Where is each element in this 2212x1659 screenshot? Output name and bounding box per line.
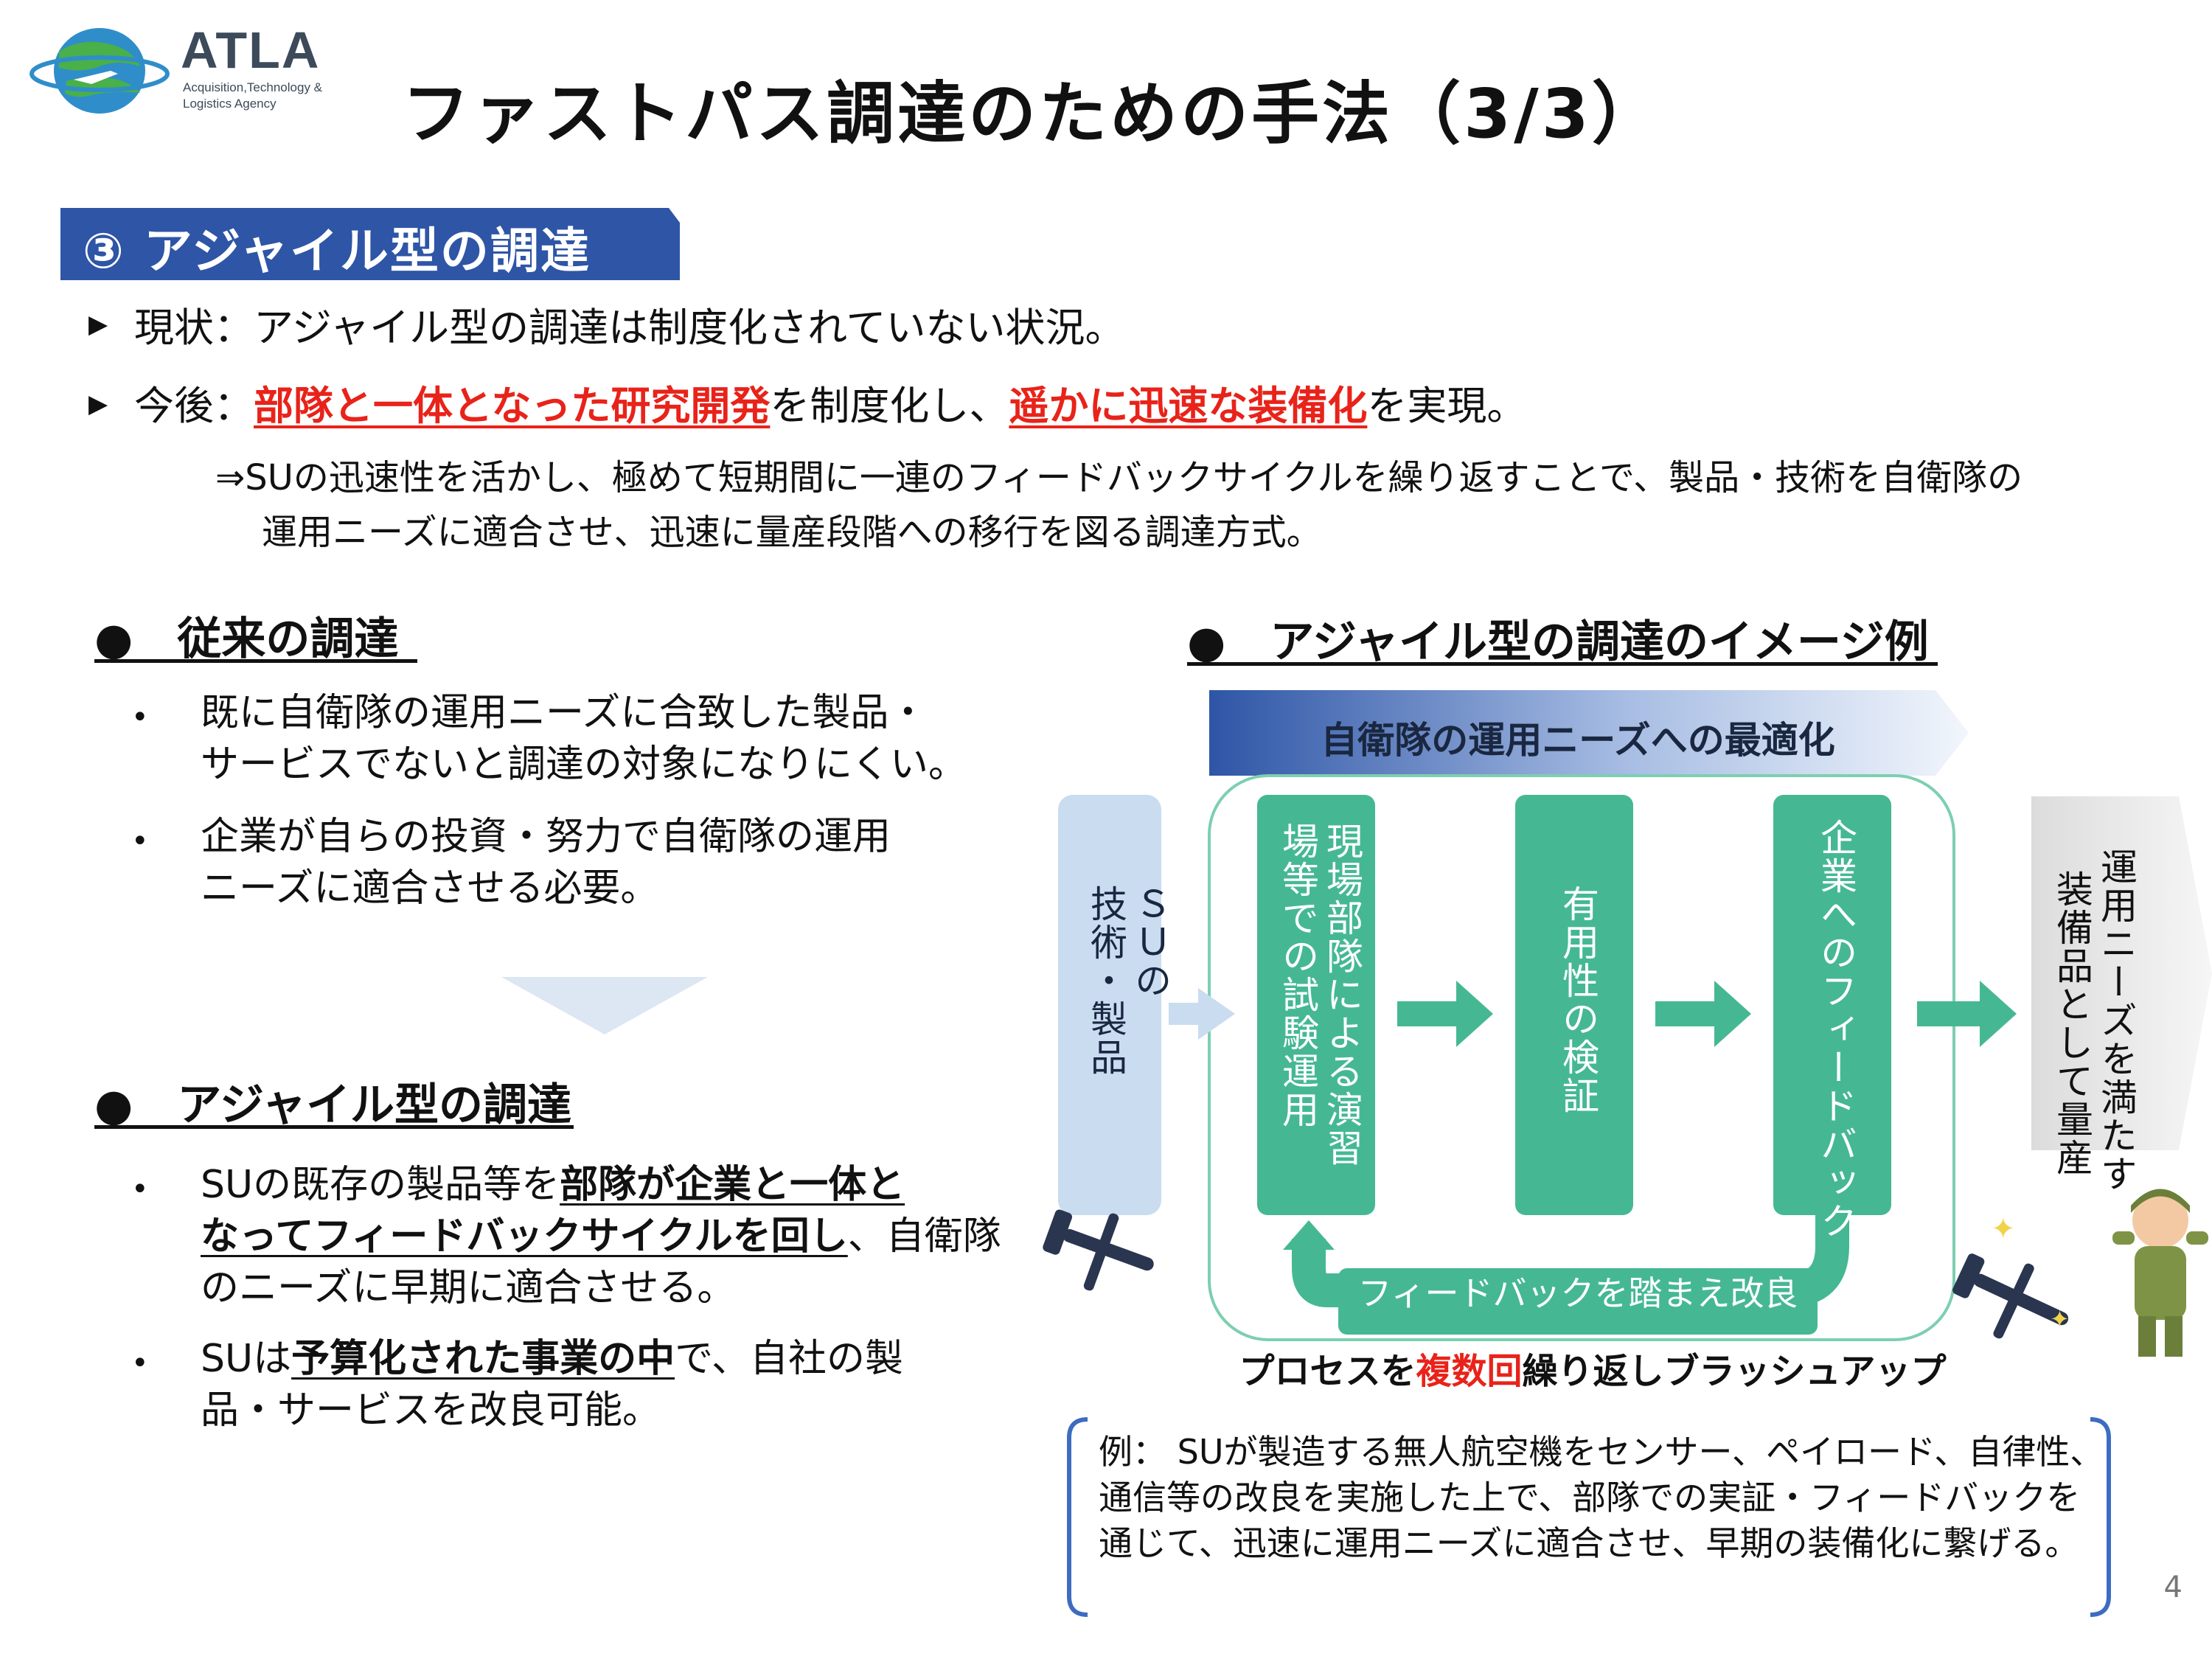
item-line: サービスでないと調達の対象になりにくい。 xyxy=(201,742,967,787)
item-line: 品・サービスを改良可能。 xyxy=(201,1388,661,1433)
process-text: 繰り返しブラッシュアップ xyxy=(1522,1351,1947,1392)
logo-subtitle-line: Logistics Agency xyxy=(183,97,276,111)
logo-subtitle: Acquisition,Technology & Logistics Agenc… xyxy=(183,80,322,112)
feedback-arrowhead xyxy=(1283,1220,1335,1250)
conventional-heading: ● 従来の調達 xyxy=(94,613,399,665)
emphasis-text: なってフィードバックサイクルを回し xyxy=(201,1214,848,1259)
step-3-text: 企業へのフィードバック xyxy=(1815,818,1857,1240)
example-bracket xyxy=(1067,1417,1088,1617)
input-arrow xyxy=(1169,988,1235,1040)
input-text-col: ＳＵの xyxy=(1129,885,1172,1000)
step-1-text-col: 場等での試験運用 xyxy=(1276,822,1319,1129)
feedback-label: フィードバックを踏まえ改良 xyxy=(1357,1273,1798,1313)
heading-underline xyxy=(94,659,417,663)
heading-underline xyxy=(94,1125,574,1129)
emphasis-text: 予算化された事業の中 xyxy=(291,1337,675,1381)
item-text: SUの既存の製品等を xyxy=(201,1163,560,1207)
item-line: 企業が自らの投資・努力で自衛隊の運用 xyxy=(201,815,891,859)
drone-icon xyxy=(1043,1209,1154,1291)
step-box-1 xyxy=(1257,795,1375,1215)
item-line: なってフィードバックサイクルを回し、自衛隊 xyxy=(201,1211,1001,1262)
step-box-2 xyxy=(1515,795,1633,1215)
optimization-arrow xyxy=(1209,690,1969,776)
highlight-text: 部隊と一体となった研究開発 xyxy=(254,383,771,429)
agile-heading: ● アジャイル型の調達 xyxy=(94,1079,571,1131)
example-bracket xyxy=(2090,1417,2111,1617)
bullet-dot: • xyxy=(131,1172,149,1206)
example-text: 例： SUが製造する無人航空機をセンサー、ペイロード、自律性、 通信等の改良を実… xyxy=(1099,1429,2104,1566)
conventional-item: 企業が自らの投資・努力で自衛隊の運用 ニーズに適合させる必要。 xyxy=(201,811,891,914)
output-text-col: 装備品として量産 xyxy=(2051,870,2093,1177)
step-1-text-col: 現場部隊による演習 xyxy=(1321,822,1363,1167)
emphasis-text: 部隊が企業と一体と xyxy=(560,1163,905,1207)
output-arrow xyxy=(1917,981,2017,1047)
bullet-dot: • xyxy=(131,1346,149,1380)
item-line: ニーズに適合させる必要。 xyxy=(201,866,659,911)
future-mid: を制度化し、 xyxy=(770,383,1009,429)
input-box xyxy=(1058,795,1161,1215)
item-line: SUの既存の製品等を部隊が企業と一体と xyxy=(201,1159,1001,1211)
future-label: 今後： xyxy=(134,383,254,429)
process-highlight: 複数回 xyxy=(1416,1351,1523,1392)
step-box-3 xyxy=(1773,795,1891,1215)
sparkle-icon: ✦ xyxy=(1991,1212,2016,1246)
sparkle-icon: ✦ xyxy=(2050,1305,2070,1333)
process-repeat-text: プロセスを複数回繰り返しブラッシュアップ xyxy=(1224,1342,1961,1394)
heading-underline xyxy=(1187,662,1938,666)
feedback-label-box xyxy=(1338,1268,1818,1335)
example-line: 通じて、迅速に運用ニーズに適合させ、早期の装備化に繋げる。 xyxy=(1099,1523,2079,1563)
logo-subtitle-line: Acquisition,Technology & xyxy=(183,80,323,94)
bullet-dot: • xyxy=(131,700,149,734)
logo-name: ATLA xyxy=(181,21,321,79)
drone-icon xyxy=(1952,1253,2069,1339)
item-text: 、自衛隊 xyxy=(847,1214,1001,1259)
summary-note-line: ⇒SUの迅速性を活かし、極めて短期間に一連のフィードバックサイクルを繰り返すこと… xyxy=(215,457,2023,498)
example-line: 通信等の改良を実施した上で、部隊での実証・フィードバックを xyxy=(1099,1478,2081,1517)
optimization-label: 自衛隊の運用ニーズへの最適化 xyxy=(1321,719,1835,762)
agile-diagram: ✦ ✦ xyxy=(1043,690,2212,1617)
page-number: 4 xyxy=(2163,1571,2183,1604)
bullet-arrow-icon: ▶ xyxy=(88,389,108,419)
step-arrow xyxy=(1397,981,1493,1047)
example-line: 例： SUが製造する無人航空機をセンサー、ペイロード、自律性、 xyxy=(1099,1432,2104,1472)
summary-note-line: 運用ニーズに適合させ、迅速に量産段階への移行を図る調達方式。 xyxy=(262,512,1322,553)
process-text: プロセスを xyxy=(1239,1351,1416,1392)
bullet-dot: • xyxy=(131,824,149,858)
summary-bullet-current: 現状：アジャイル型の調達は制度化されていない状況。 xyxy=(134,305,1125,351)
item-line: 既に自衛隊の運用ニーズに合致した製品・ xyxy=(201,691,928,735)
item-line: SUは予算化された事業の中で、自社の製 xyxy=(201,1333,903,1385)
item-text: で、自社の製 xyxy=(675,1337,904,1381)
future-suffix: を実現。 xyxy=(1367,383,1527,429)
output-shape xyxy=(2031,796,2212,1150)
agile-item: SUの既存の製品等を部隊が企業と一体と なってフィードバックサイクルを回し、自衛… xyxy=(201,1159,1001,1314)
highlight-text: 遥かに迅速な装備化 xyxy=(1009,383,1368,429)
input-text-col: 技術・製品 xyxy=(1085,885,1127,1077)
output-text-col: 運用ニーズを満たす xyxy=(2095,848,2138,1193)
down-arrow-icon xyxy=(501,977,708,1034)
soldier-icon xyxy=(2112,1189,2208,1357)
page-title: ファストパス調達のための手法（3/3） xyxy=(402,74,1663,153)
step-arrow xyxy=(1655,981,1751,1047)
step-2-text: 有用性の検証 xyxy=(1557,885,1599,1115)
section-label: ③ アジャイル型の調達 xyxy=(83,223,591,279)
atla-logo-icon xyxy=(29,28,170,114)
summary-bullet-future: 今後：部隊と一体となった研究開発を制度化し、遥かに迅速な装備化を実現。 xyxy=(134,373,1526,431)
bullet-arrow-icon: ▶ xyxy=(88,310,108,339)
agile-item: SUは予算化された事業の中で、自社の製 品・サービスを改良可能。 xyxy=(201,1333,903,1436)
item-text: SUは xyxy=(201,1337,292,1381)
conventional-item: 既に自衛隊の運用ニーズに合致した製品・ サービスでないと調達の対象になりにくい。 xyxy=(201,687,967,790)
diagram-heading: ● アジャイル型の調達のイメージ例 xyxy=(1187,616,1929,668)
item-line: のニーズに早期に適合させる。 xyxy=(201,1266,736,1310)
section-banner xyxy=(60,208,680,280)
